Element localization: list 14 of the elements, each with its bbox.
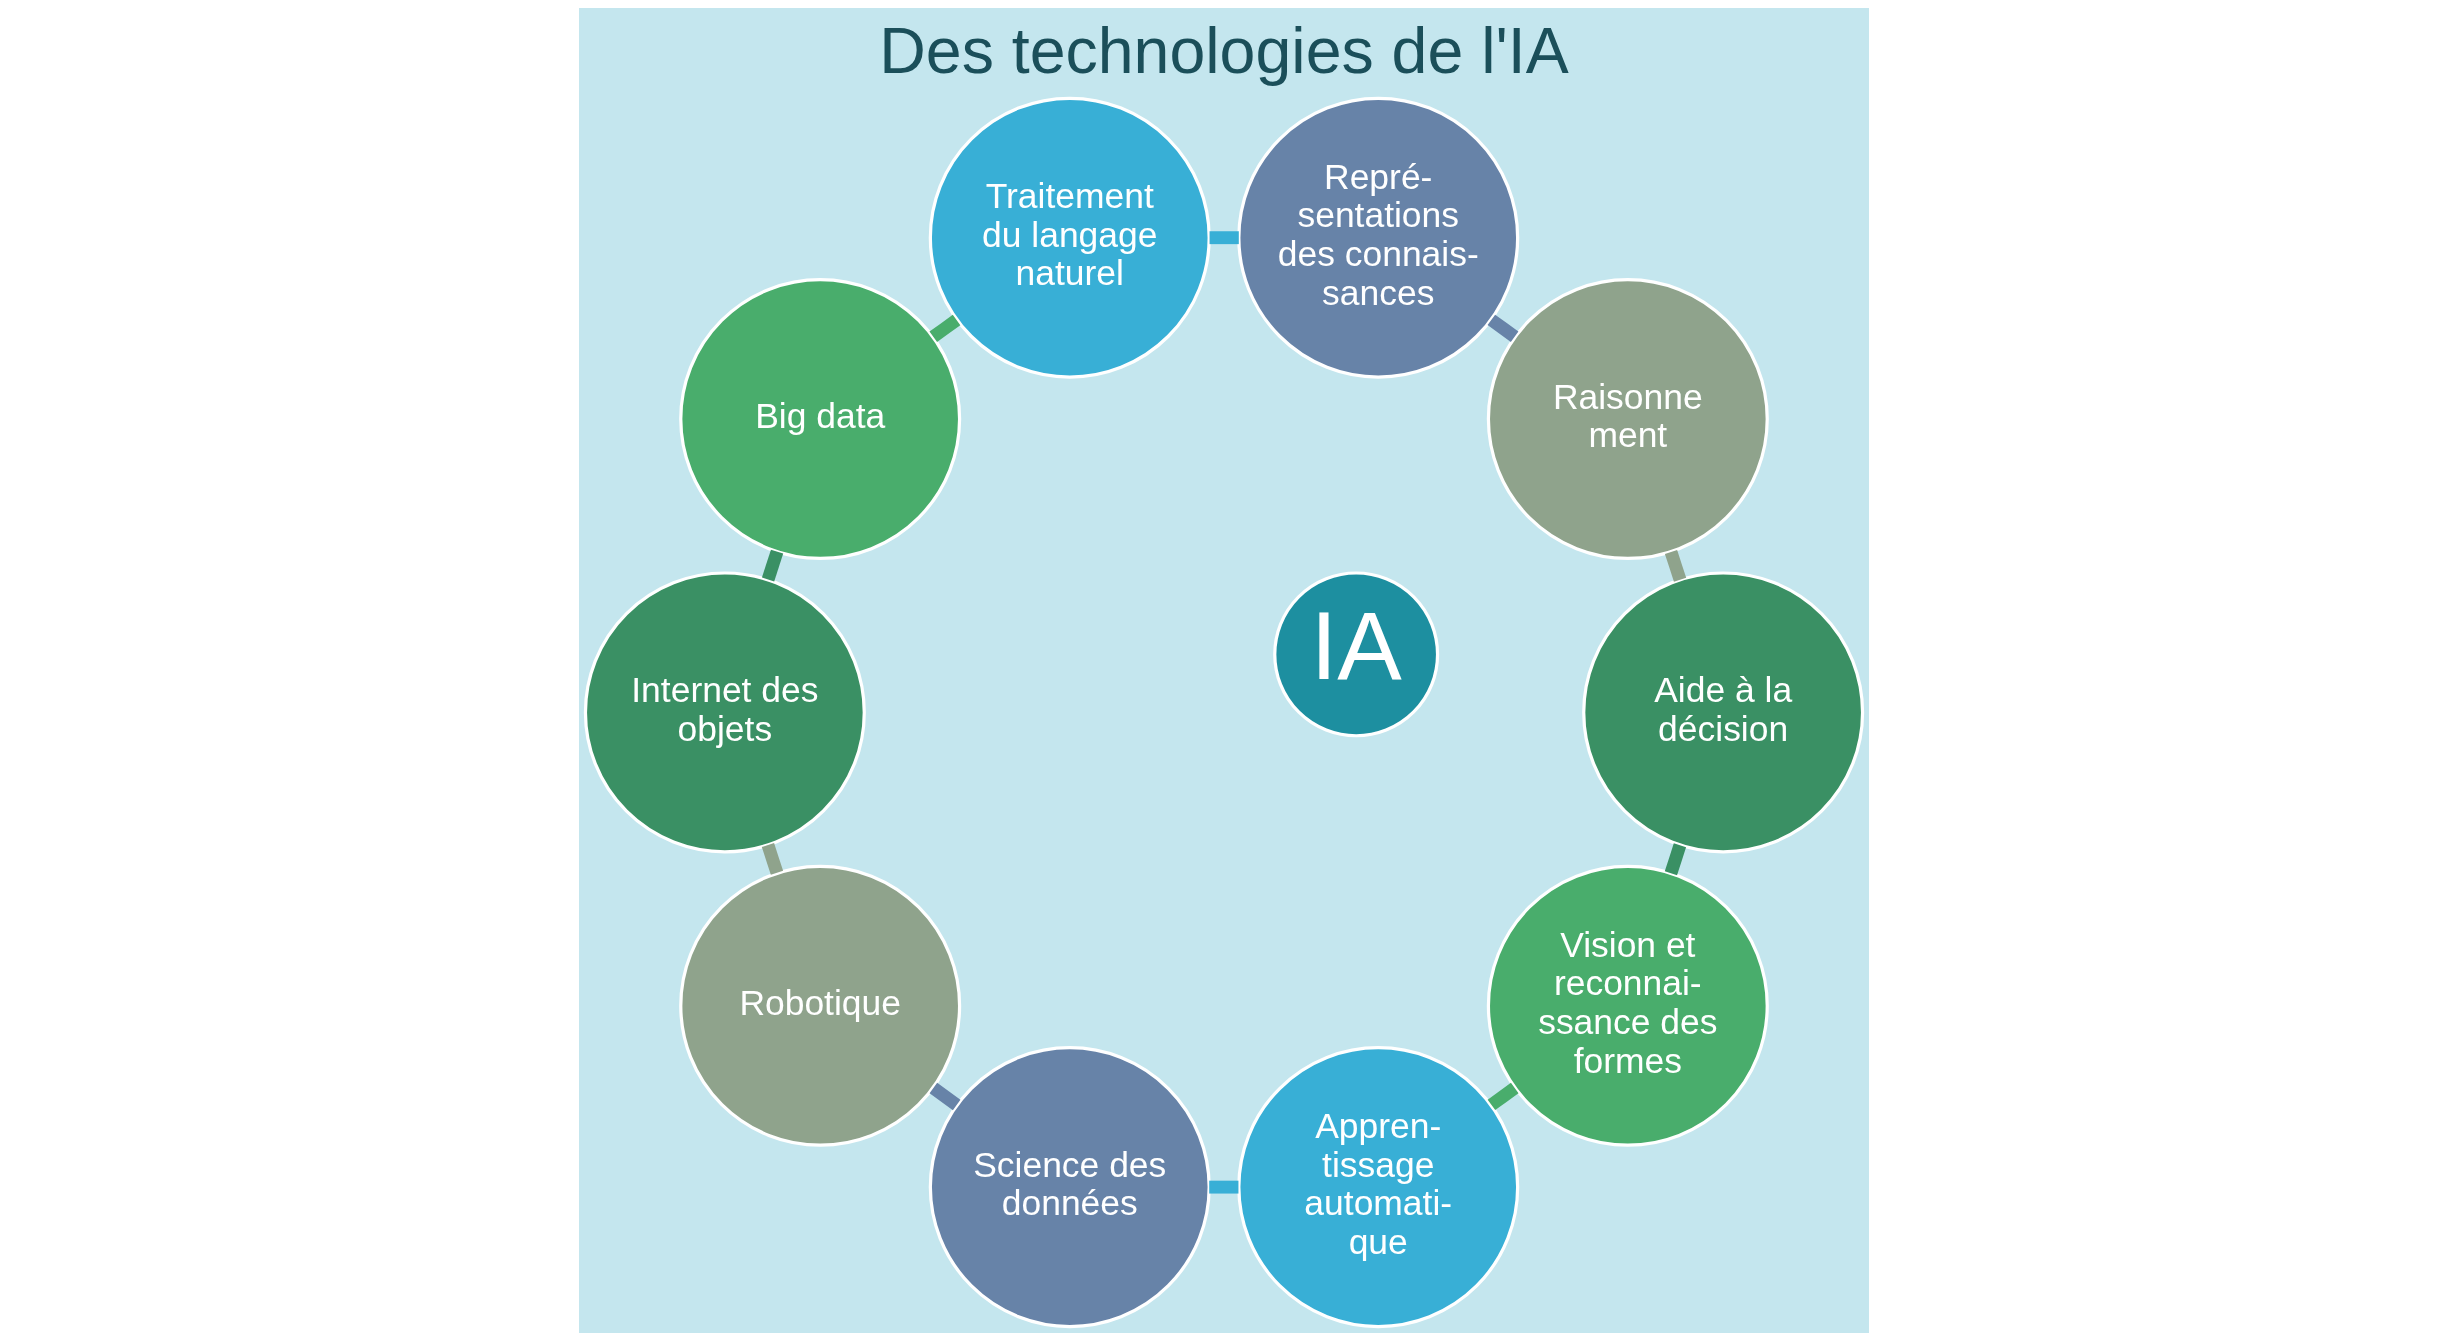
- node-circle: Internet des objets: [583, 571, 866, 854]
- connector: [1487, 314, 1519, 342]
- connector: [929, 1082, 961, 1111]
- connector: [1487, 1082, 1519, 1111]
- connector: [1664, 843, 1687, 876]
- connector: [761, 843, 784, 875]
- node-circle: IA: [1273, 571, 1440, 738]
- connector: [761, 549, 784, 582]
- diagram-title: Des technologies de l'IA: [879, 14, 1569, 87]
- connector: [1209, 231, 1239, 245]
- connector: [1664, 550, 1687, 582]
- connector: [929, 314, 961, 343]
- connector: [1209, 1180, 1239, 1194]
- node-circle: Aide à la décision: [1582, 571, 1865, 854]
